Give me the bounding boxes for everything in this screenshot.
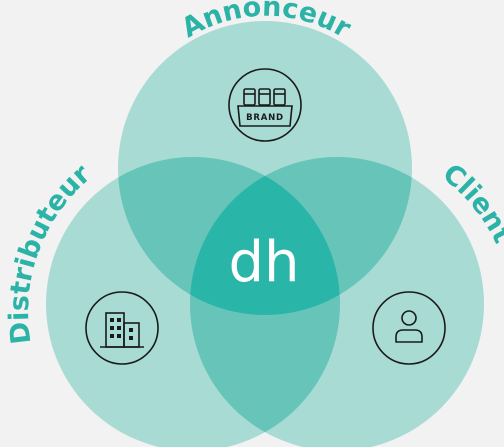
building-icon (85, 291, 159, 365)
brand-products-icon: BRAND (228, 68, 302, 142)
center-label: dh (228, 230, 299, 295)
person-icon (372, 291, 446, 365)
brand-icon-text: BRAND (246, 113, 284, 123)
